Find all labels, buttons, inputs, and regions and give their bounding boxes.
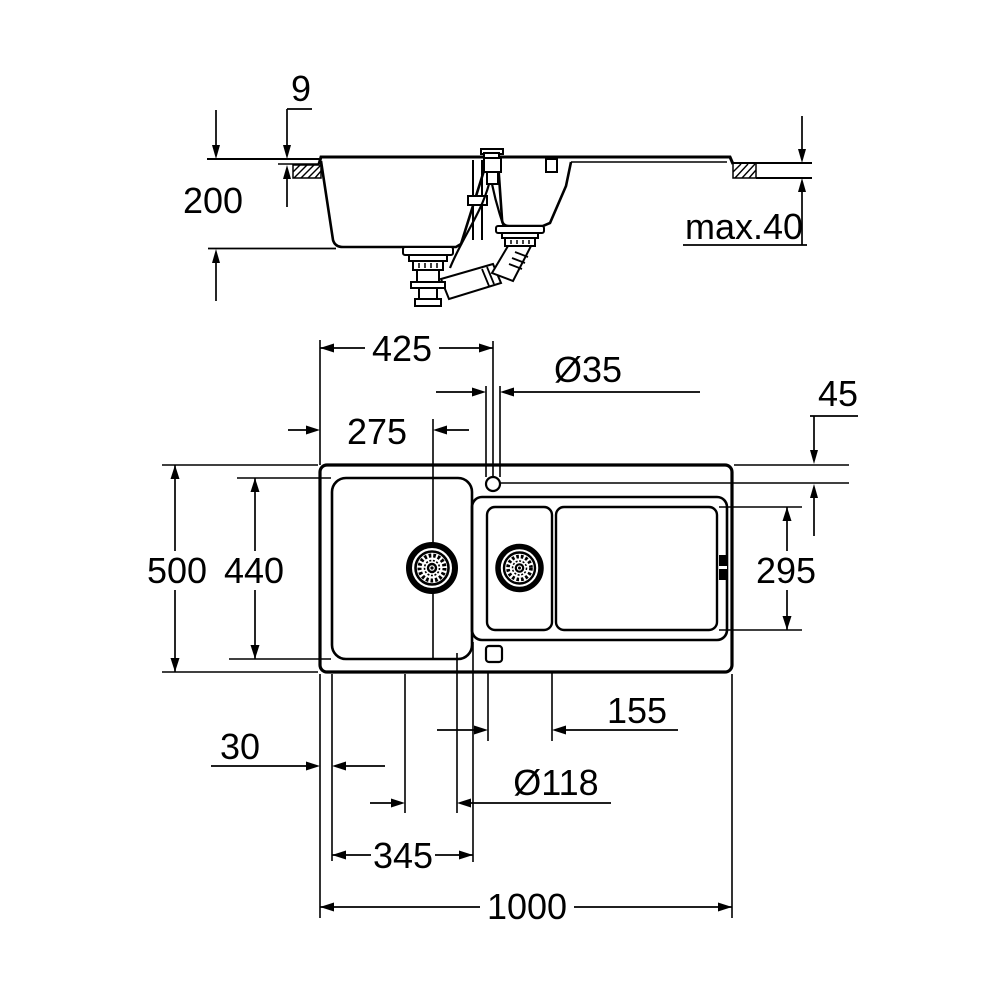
dim-drainer-depth: 295 [756, 507, 816, 630]
actuator-cable [448, 183, 491, 269]
dim-main-bowl-depth: 440 [224, 478, 284, 659]
small-bowl-section [496, 161, 573, 228]
dim-main-bowl-width-label: 345 [373, 835, 433, 876]
dim-rim-height-label: 9 [291, 68, 311, 109]
section-view: 9 200 max.40 [183, 68, 812, 307]
dim-main-bowl-width: 345 [332, 835, 473, 876]
small-bowl-strainer [490, 225, 545, 283]
dim-drain-offset-label: 275 [347, 411, 407, 452]
dim-countertop-thickness: max.40 [683, 116, 807, 247]
extension-lines [162, 340, 849, 918]
dim-overall-width-label: 1000 [487, 886, 567, 927]
plan-view: 425 Ø35 275 45 [147, 328, 858, 927]
overflow-slot [484, 644, 504, 664]
sink-outline [318, 463, 734, 674]
dim-rim-height: 9 [283, 68, 312, 207]
main-drain [406, 542, 458, 594]
dim-installation-depth: 200 [183, 110, 243, 301]
dim-tap-hole-offset: 425 [320, 328, 493, 369]
waste-actuator [483, 157, 502, 173]
mounting-clip [545, 158, 558, 173]
dim-drain-diameter: Ø118 [370, 762, 611, 808]
main-bowl-strainer [402, 246, 454, 307]
dim-tap-hole-diameter-label: Ø35 [554, 349, 622, 390]
small-bowl [485, 505, 554, 632]
dim-tap-hole-offset-label: 425 [372, 328, 432, 369]
main-bowl-section [319, 160, 489, 249]
dim-edge-to-bowl-label: 30 [220, 726, 260, 767]
edge-marker [719, 555, 727, 580]
dim-small-bowl-width-label: 155 [607, 690, 667, 731]
countertop-left-section [207, 158, 322, 179]
dim-overall-width: 1000 [320, 886, 732, 927]
dim-main-bowl-depth-label: 440 [224, 550, 284, 591]
dim-drain-diameter-label: Ø118 [513, 762, 598, 803]
drainboard [554, 505, 719, 632]
dim-overall-depth: 500 [147, 465, 207, 672]
dim-drainer-depth-label: 295 [756, 550, 816, 591]
dim-tap-hole-from-top: 45 [810, 373, 858, 536]
tap-hole [484, 475, 502, 493]
countertop-right-section [732, 162, 812, 179]
dim-small-bowl-width: 155 [437, 690, 678, 735]
dim-edge-to-bowl: 30 [211, 726, 385, 771]
dim-tap-hole-from-top-label: 45 [818, 373, 858, 414]
dim-countertop-thickness-label: max.40 [685, 206, 803, 247]
dim-installation-depth-label: 200 [183, 180, 243, 221]
drain-plumbing [402, 157, 545, 307]
dim-overall-depth-label: 500 [147, 550, 207, 591]
sink-rim-profile [317, 155, 735, 165]
dim-drain-offset: 275 [288, 411, 469, 452]
waste-pipe [439, 262, 503, 301]
small-drain [495, 543, 544, 593]
dim-tap-hole-diameter: Ø35 [436, 349, 700, 397]
